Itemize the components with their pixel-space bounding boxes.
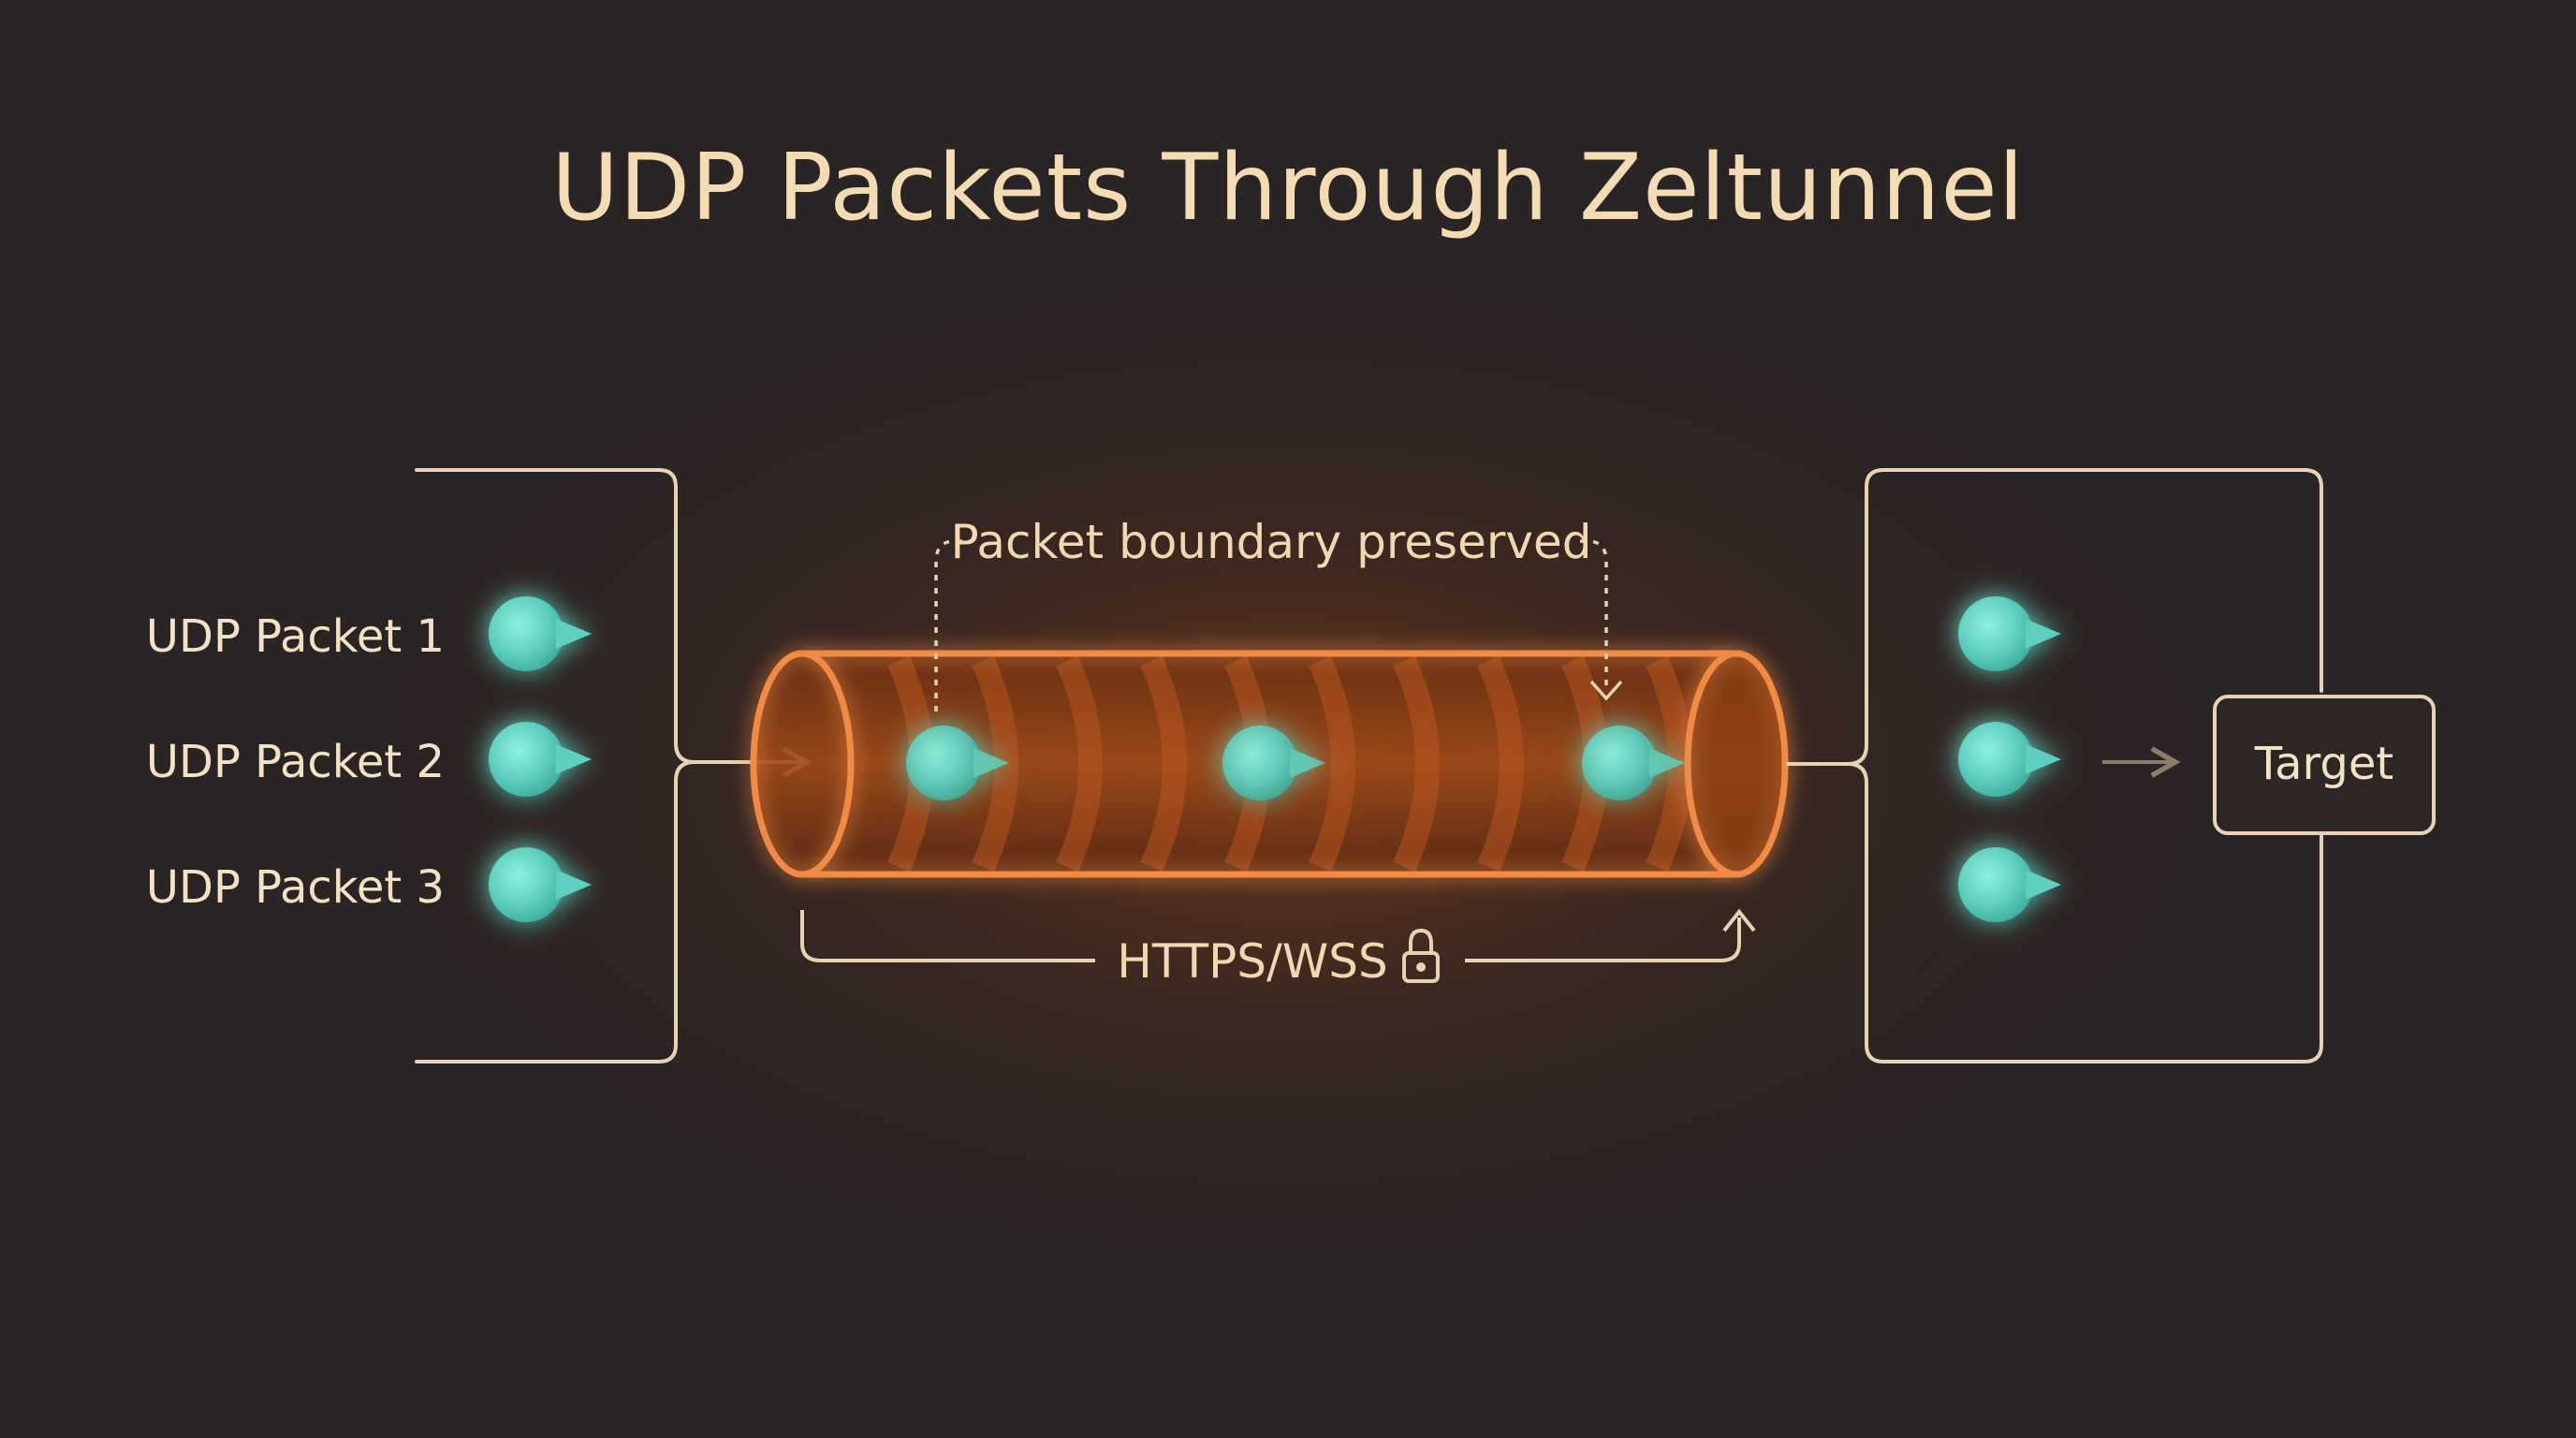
page-title: UDP Packets Through Zeltunnel: [551, 135, 2025, 242]
tube-outline: [802, 650, 1736, 878]
source-packet-label: UDP Packet 1: [146, 610, 445, 663]
lock-icon: [1402, 928, 1440, 983]
source-bracket: [415, 468, 802, 1064]
target-box: [2213, 695, 2436, 835]
protocol-arrow-head: [1722, 908, 1756, 932]
boundary-annotation: Packet boundary preserved: [934, 515, 1623, 712]
target-node: Target: [2213, 695, 2436, 835]
source-packet-labels: UDP Packet 1 UDP Packet 2 UDP Packet 3: [146, 610, 445, 914]
boundary-note: Packet boundary preserved: [950, 515, 1591, 569]
boundary-arrow-head: [1589, 680, 1623, 701]
protocol-label: HTTPS/WSS: [1117, 934, 1387, 989]
source-packet-label: UDP Packet 3: [146, 861, 445, 914]
protocol-annotation: HTTPS/WSS: [800, 908, 1756, 989]
source-packet-label: UDP Packet 2: [146, 736, 445, 788]
protocol-bracket: [800, 910, 1741, 962]
tube-exit-ring: [1684, 650, 1789, 878]
destination-bracket: [1786, 468, 2323, 1064]
tube-entry-ring: [750, 650, 855, 878]
target-label: Target: [2254, 738, 2394, 790]
